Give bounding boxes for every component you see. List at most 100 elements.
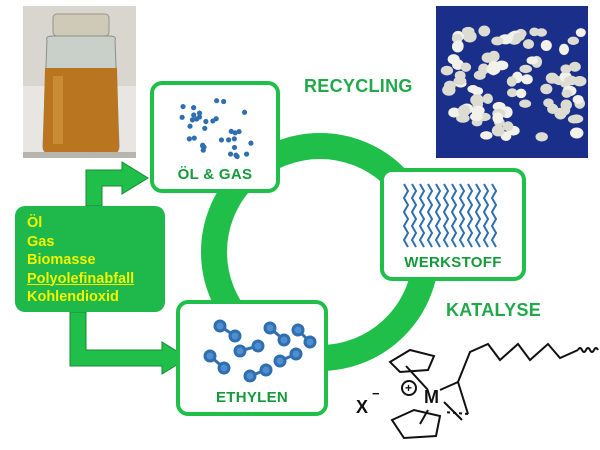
oil-jar-photo [23, 6, 136, 158]
polymer-chain [442, 183, 450, 248]
polymer-chain [474, 183, 482, 248]
oil-gas-label: ÖL & GAS [177, 166, 253, 183]
ethylene-atom [228, 329, 242, 343]
molecule-atom [191, 112, 197, 118]
pellet [572, 95, 584, 104]
ethylene-atom [263, 321, 277, 335]
ethylene-atom [233, 344, 247, 358]
oil-gas-molecules-icon [179, 98, 254, 160]
werkstoff-box: WERKSTOFF [380, 168, 526, 281]
molecule-atom [236, 128, 242, 135]
pellet [545, 72, 559, 84]
polymer-chain [402, 183, 410, 248]
pellet [540, 39, 552, 52]
pellet [569, 61, 581, 72]
molecule-atom [194, 116, 200, 122]
arrow-to-ethylen [69, 311, 189, 375]
molecule-atom [203, 118, 209, 125]
pellet [453, 40, 464, 52]
anion-charge: − [372, 386, 380, 401]
pellet [567, 36, 580, 45]
pellet [478, 25, 491, 37]
molecule-atom [189, 117, 196, 123]
pellet [540, 83, 553, 95]
pellet [513, 32, 525, 42]
pellet [575, 28, 586, 38]
ethylene-atom [291, 323, 305, 337]
feedstock-box: Öl Gas Biomasse Polyolefinabfall Kohlend… [15, 206, 165, 312]
molecule-atom [227, 151, 234, 157]
pellet [472, 105, 485, 116]
polymer-chain [426, 183, 434, 248]
pellet [470, 94, 484, 106]
molecule-atom [241, 109, 248, 115]
polymer-chains-icon [402, 183, 498, 248]
pellet [453, 76, 467, 86]
molecule-atom [248, 140, 254, 146]
molecule-atom [186, 136, 192, 142]
pellet [478, 63, 490, 75]
pellet [521, 74, 533, 85]
pellet [560, 99, 572, 111]
pellet [502, 121, 514, 132]
pellet [529, 27, 540, 37]
pellet [519, 99, 532, 108]
pellet [506, 88, 518, 98]
molecule-atom [221, 98, 227, 105]
molecule-atom [191, 135, 197, 141]
molecule-atom [191, 105, 197, 111]
pellet [444, 80, 456, 91]
ethylene-atom [217, 361, 231, 375]
pellet [467, 85, 479, 94]
ethylene-atom [277, 333, 291, 347]
molecule-atom [243, 151, 250, 157]
pellet [559, 43, 570, 56]
pellet [461, 26, 475, 36]
alkyl-chain [457, 342, 579, 383]
feed-item-kohlendioxid: Kohlendioxid [27, 289, 119, 305]
pellet [447, 54, 460, 65]
pellet [440, 65, 454, 76]
pellet [526, 56, 539, 65]
pellet [492, 112, 504, 124]
metal-label: M [424, 387, 439, 407]
pellet [570, 127, 584, 139]
molecule-atom [213, 116, 219, 122]
ethylene-atom [303, 335, 317, 349]
metal-charge: + [405, 381, 412, 395]
werkstoff-label: WERKSTOFF [404, 254, 502, 271]
pellet [569, 114, 584, 124]
molecule-atom [231, 136, 237, 142]
molecule-atom [234, 153, 240, 160]
recycling-label: RECYCLING [304, 76, 413, 96]
polymer-chain [458, 183, 466, 248]
feed-item-biomasse: Biomasse [27, 252, 96, 268]
pellet [491, 36, 504, 46]
pellet [515, 88, 527, 99]
molecule-atom [180, 103, 186, 110]
oil-gas-box: ÖL & GAS [150, 81, 280, 193]
pellet [506, 76, 517, 87]
cp-ring-top [388, 348, 436, 374]
pellet [457, 104, 471, 117]
molecule-atom [218, 137, 225, 143]
ethylene-atom [213, 319, 227, 333]
molecule-atom [214, 98, 220, 104]
arrow-to-oilgas [85, 161, 149, 207]
molecule-atom [202, 125, 208, 131]
ethylene-molecules-icon [203, 319, 317, 383]
ethylen-label: ETHYLEN [215, 389, 289, 406]
pellet [519, 64, 532, 74]
pellet [522, 39, 534, 50]
molecule-atom [200, 143, 206, 149]
ethylene-atom [273, 354, 287, 368]
polymer-pellets-photo [436, 6, 588, 158]
ethylene-atom [289, 347, 303, 361]
molecule-atom [196, 110, 203, 116]
pellet [480, 131, 493, 140]
pellet [495, 60, 509, 71]
ethylene-atom [243, 369, 257, 383]
cp-ring-bottom [390, 408, 442, 440]
